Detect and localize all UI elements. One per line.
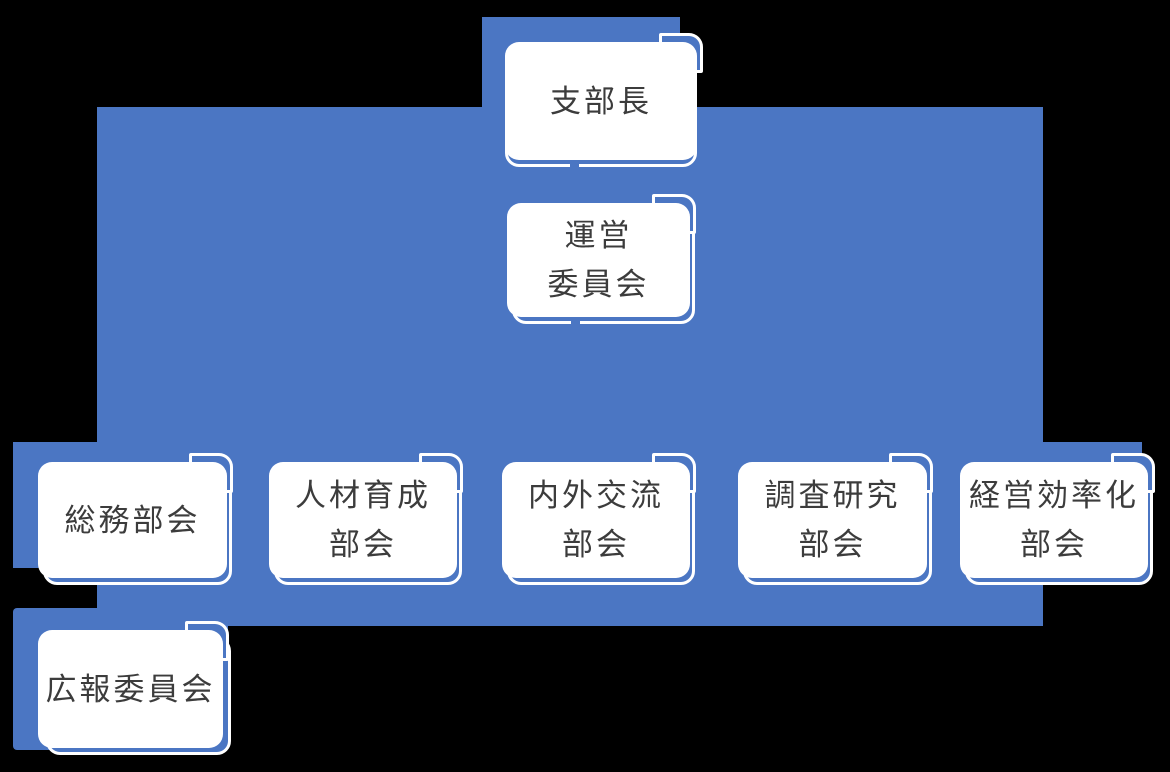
node-keiei-kouritsuka-bukai: 経営効率化 部会 xyxy=(960,462,1148,578)
underline-gap xyxy=(570,159,579,170)
node-label: 人材育成 xyxy=(295,478,431,513)
node-label: 広報委員会 xyxy=(45,671,216,707)
node-label: 部会 xyxy=(798,527,867,562)
node-unei-iinkai: 運営 委員会 xyxy=(507,203,690,317)
node-naigai-kouryuu-bukai: 内外交流 部会 xyxy=(502,462,690,578)
node-label: 運営 xyxy=(564,218,633,253)
node-label: 委員会 xyxy=(547,267,650,302)
node-label: 経営効率化 xyxy=(969,478,1139,513)
node-shibucho: 支部長 xyxy=(505,42,697,160)
node-label: 部会 xyxy=(329,527,397,562)
node-label: 部会 xyxy=(562,527,630,562)
node-jinzai-ikusei-bukai: 人材育成 部会 xyxy=(269,462,457,578)
node-soumu-bukai: 総務部会 xyxy=(38,462,227,578)
node-kouhou-iinkai: 広報委員会 xyxy=(38,630,223,748)
node-label: 総務部会 xyxy=(64,502,201,538)
node-label: 内外交流 xyxy=(528,478,664,513)
node-label: 調査研究 xyxy=(764,478,901,513)
node-chousa-kenkyuu-bukai: 調査研究 部会 xyxy=(738,462,927,578)
node-label: 支部長 xyxy=(550,83,652,119)
underline-gap xyxy=(571,317,580,328)
node-label: 部会 xyxy=(1020,527,1088,562)
